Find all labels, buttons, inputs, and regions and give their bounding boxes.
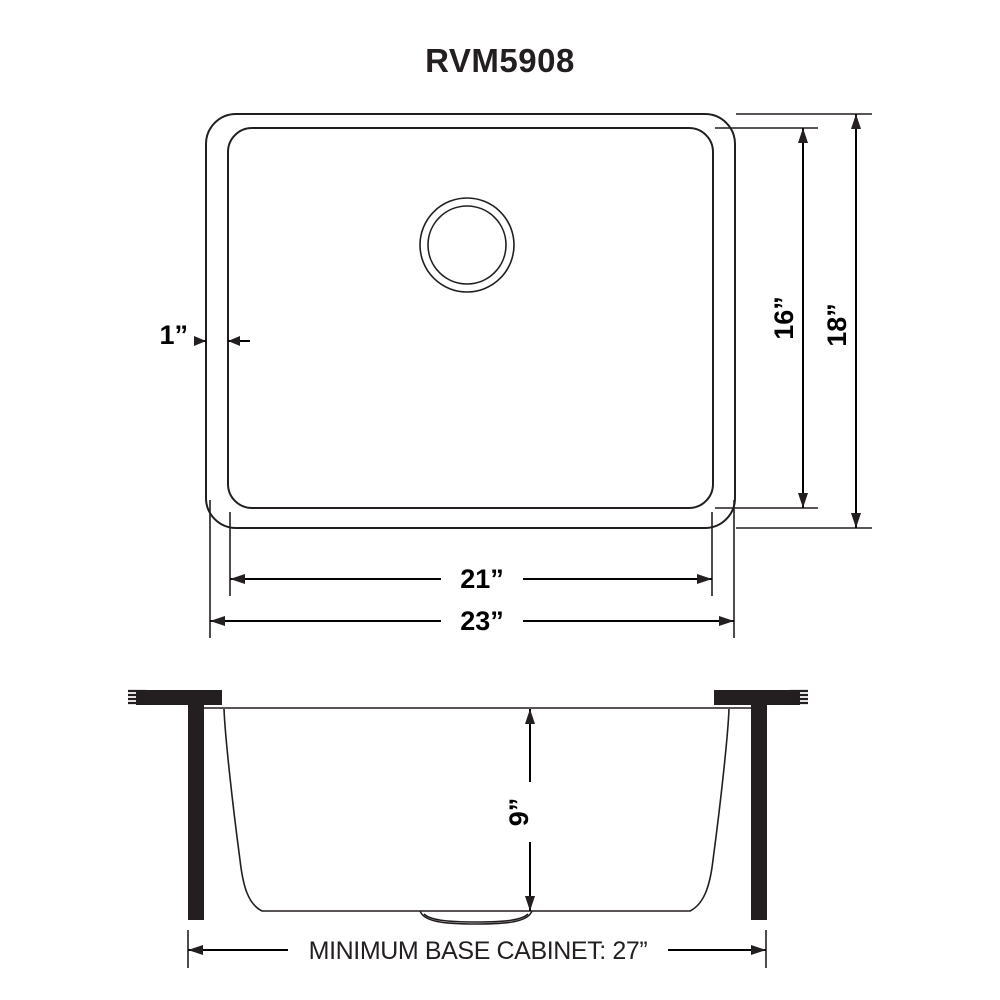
- cabinet-wall-left: [188, 705, 204, 920]
- dimension-label-bowl-depth: 16”: [769, 296, 799, 340]
- dimension-rim-width: 23”: [209, 500, 735, 643]
- countertop-slab-left: [128, 689, 222, 705]
- dimension-rim-depth: 18”: [736, 113, 872, 529]
- cross-section-view: 9” MINIMUM BASE CABINET: 27”: [128, 689, 808, 972]
- countertop-slab-right: [714, 689, 808, 705]
- dimension-bowl-depth: 16”: [715, 127, 818, 509]
- dimension-label-bowl-height: 9”: [504, 798, 534, 827]
- top-view: 1” 16” 18” 21”: [159, 113, 872, 643]
- cabinet-wall-right: [751, 705, 767, 920]
- dimension-minimum-base-cabinet: MINIMUM BASE CABINET: 27”: [187, 928, 767, 972]
- dimension-label-rim-margin: 1”: [159, 320, 188, 350]
- dimension-bowl-width: 21”: [229, 512, 713, 601]
- sink-bowl-outline: [227, 127, 714, 509]
- dimension-label-rim-width: 23”: [460, 606, 504, 636]
- drain-opening-circle: [419, 197, 515, 293]
- dimension-label-rim-depth: 18”: [822, 303, 852, 347]
- sink-rim-outline: [205, 113, 736, 529]
- dimension-label-minimum-base-cabinet: MINIMUM BASE CABINET: 27”: [309, 937, 648, 965]
- dimension-bowl-height: 9”: [496, 709, 540, 911]
- dimension-label-bowl-width: 21”: [460, 564, 504, 594]
- dimension-rim-margin: 1”: [159, 300, 250, 382]
- page-title: RVM5908: [425, 42, 575, 79]
- drain-recess: [419, 910, 533, 925]
- basin-section-profile: [223, 708, 730, 912]
